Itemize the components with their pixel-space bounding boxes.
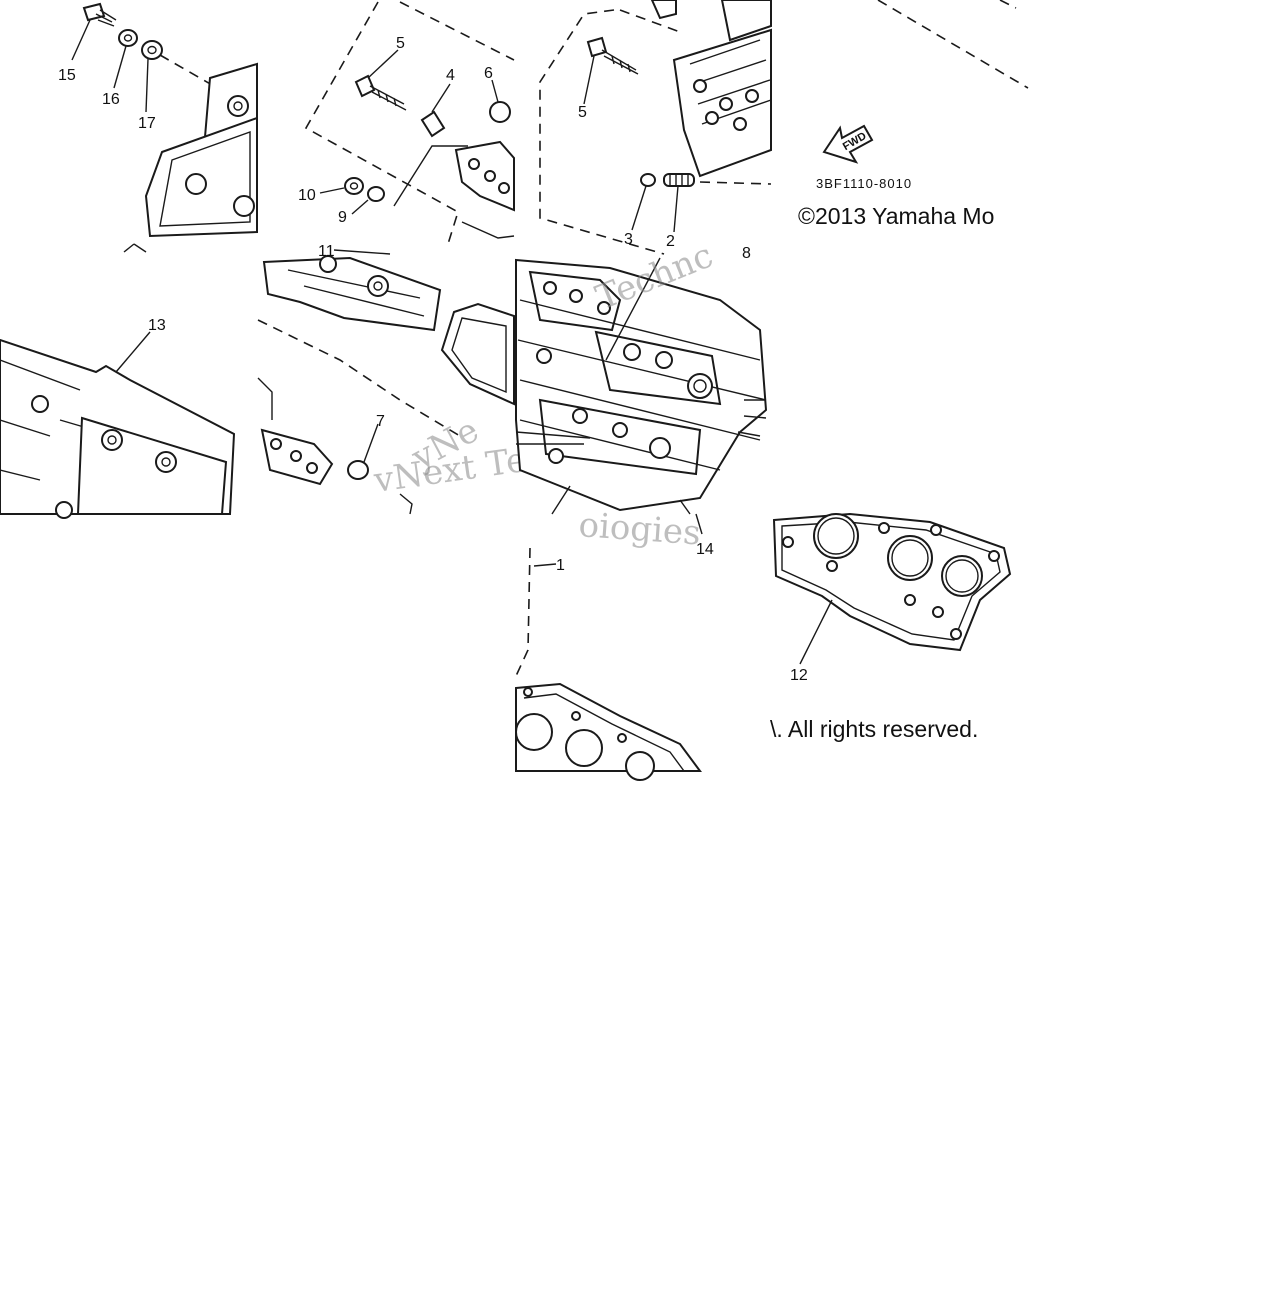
tile-mid-left xyxy=(0,331,236,519)
tile-bottom-right: \. All rights reserved. xyxy=(770,512,1012,742)
bracket-lower xyxy=(257,377,334,486)
callout-16: 16 xyxy=(102,91,120,108)
valve-cover-13 xyxy=(0,331,236,519)
bracket-upper xyxy=(454,140,515,212)
cap-6 xyxy=(489,79,511,123)
gasket-frame xyxy=(440,302,515,406)
callout-6: 6 xyxy=(484,65,493,82)
callout-14: 14 xyxy=(696,541,714,558)
tile-top-right: FWD 3BF1110-8010 ©2013 Yamaha Mo xyxy=(798,0,1029,229)
tile-mid-center: vNext Tec yNe xyxy=(257,255,548,515)
callout-11: 11 xyxy=(318,243,335,260)
stud-2 xyxy=(663,173,772,233)
callout-3: 3 xyxy=(624,231,633,248)
callout-4: 4 xyxy=(446,67,455,84)
callout-10: 10 xyxy=(298,187,316,204)
callout-5-right: 5 xyxy=(578,104,587,121)
nut-3 xyxy=(631,173,656,231)
tile-top-left xyxy=(71,2,258,253)
callout-8: 8 xyxy=(742,245,751,262)
tile-mid-right-center: Technc xyxy=(515,236,768,515)
head-gasket-lower xyxy=(515,682,702,781)
cylinder-head-detail-top xyxy=(650,0,772,178)
washer-9 xyxy=(351,186,385,215)
callout-1: 1 xyxy=(556,557,565,574)
copyright-line-2: \. All rights reserved. xyxy=(770,716,978,742)
grommet-10 xyxy=(319,177,364,195)
tile-bottom-center: oiogies xyxy=(515,505,703,781)
head-gasket-12 xyxy=(772,512,1012,665)
valve-cover-upper-center xyxy=(262,255,442,332)
dowel-4 xyxy=(420,83,451,138)
callout-17: 17 xyxy=(138,115,156,132)
callout-12: 12 xyxy=(790,667,808,684)
valve-cover-lower xyxy=(144,116,258,238)
washer-16 xyxy=(113,29,138,89)
callout-2: 2 xyxy=(666,233,675,250)
cylinder-head-assembly xyxy=(515,257,768,515)
tile-top-center xyxy=(304,1,515,255)
bolt-5-right xyxy=(583,36,639,105)
fwd-arrow-icon: FWD xyxy=(822,124,874,164)
copyright-line-1: ©2013 Yamaha Mo xyxy=(798,203,994,229)
callout-5-left: 5 xyxy=(396,35,405,52)
callout-7: 7 xyxy=(376,413,385,430)
bolt-7 xyxy=(347,423,379,480)
callout-labels: 15 16 17 5 4 6 10 9 11 5 3 2 8 13 7 14 1… xyxy=(58,35,808,684)
callout-13: 13 xyxy=(148,317,166,334)
tile-top-right-center xyxy=(539,0,772,255)
bolt-5-left xyxy=(354,49,407,111)
callout-15: 15 xyxy=(58,67,76,84)
bolt-15 xyxy=(71,2,117,61)
watermark-c: oiogies xyxy=(577,505,702,553)
part-code: 3BF1110-8010 xyxy=(816,176,912,191)
callout-9: 9 xyxy=(338,209,347,226)
